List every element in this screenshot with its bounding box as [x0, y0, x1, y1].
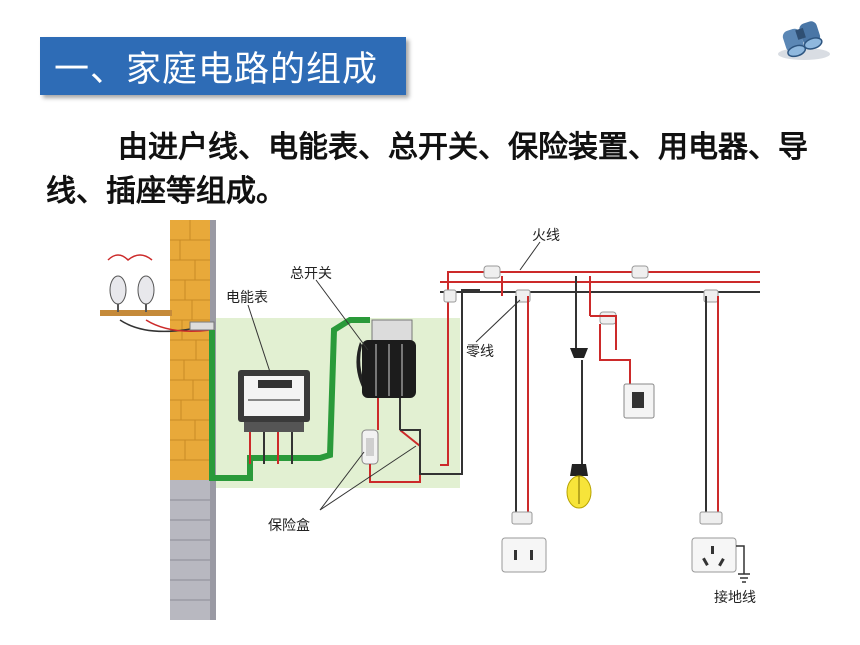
two-pin-socket [501, 511, 547, 573]
junction-boxes [443, 265, 719, 325]
intro-paragraph: 由进户线、电能表、总开关、保险装置、用电器、导线、插座等组成。 [46, 130, 808, 209]
wall-switch [623, 383, 655, 419]
entry-conduit [209, 317, 370, 481]
household-circuit-diagram: 电能表 总开关 火线 零线 保险盒 接地线 [100, 220, 760, 620]
label-meter: 电能表 [226, 290, 268, 306]
electric-meter [238, 370, 310, 464]
label-fuse-box: 保险盒 [268, 517, 310, 534]
light-bulb [566, 348, 592, 509]
label-live-wire: 火线 [532, 228, 560, 244]
label-main-switch: 总开关 [290, 266, 332, 282]
fuse-box [361, 429, 421, 483]
main-switch [356, 319, 416, 430]
three-pin-socket [691, 511, 737, 573]
section-title: 一、家庭电路的组成 [54, 49, 379, 90]
label-neutral-wire: 零线 [466, 344, 494, 360]
section-title-box: 一、家庭电路的组成 [40, 37, 406, 95]
incoming-line-insulators [100, 254, 215, 333]
label-ground-wire: 接地线 [714, 589, 756, 606]
ground-symbol [736, 545, 750, 583]
binoculars-icon[interactable] [772, 14, 836, 62]
